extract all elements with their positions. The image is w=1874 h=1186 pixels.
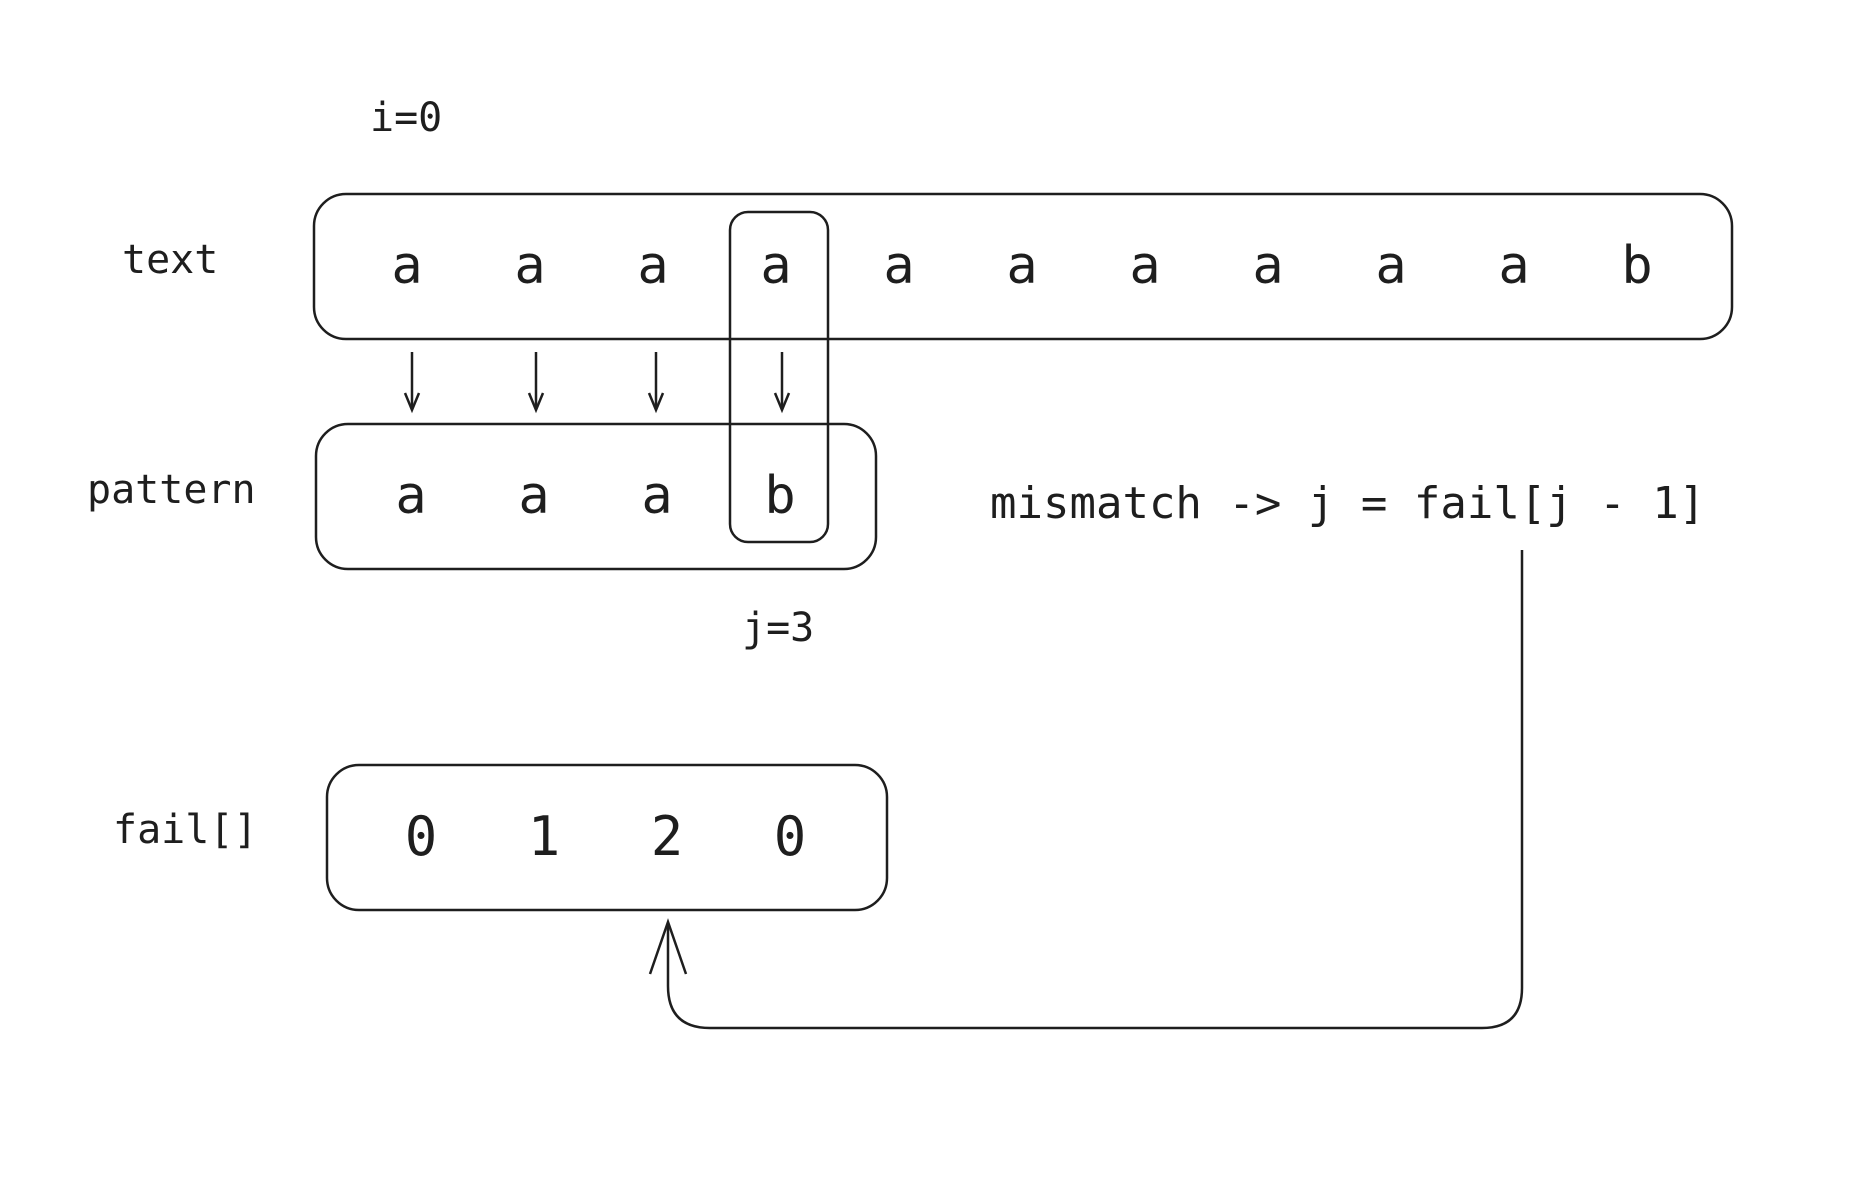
text-char: a	[1129, 236, 1161, 296]
pattern-char: a	[641, 466, 673, 526]
pattern-row-box	[314, 422, 878, 571]
text-char: a	[637, 236, 669, 296]
mismatch-column-highlight	[728, 210, 830, 544]
mismatch-rule-label: mismatch -> j = fail[j - 1]	[990, 478, 1706, 529]
text-char: a	[1498, 236, 1530, 296]
compare-arrow	[773, 352, 791, 414]
text-char: a	[883, 236, 915, 296]
compare-arrow	[647, 352, 665, 414]
compare-arrow	[527, 352, 545, 414]
j-index-label: j=3	[742, 605, 815, 651]
fail-row-label: fail[]	[113, 807, 258, 853]
pattern-char: a	[518, 466, 550, 526]
pattern-char: a	[395, 466, 427, 526]
fail-row-box	[325, 763, 889, 912]
text-char: a	[1006, 236, 1038, 296]
fail-value: 1	[527, 805, 561, 868]
fail-value: 2	[650, 805, 684, 868]
text-char: a	[1252, 236, 1284, 296]
compare-arrow	[403, 352, 421, 414]
i-index-label: i=0	[370, 95, 443, 141]
text-row-box	[312, 192, 1734, 341]
pattern-row-label: pattern	[87, 467, 256, 513]
text-char: b	[1621, 236, 1653, 296]
text-char: a	[391, 236, 423, 296]
fallback-arrow	[666, 550, 1524, 1030]
fail-value: 0	[404, 805, 438, 868]
text-row-label: text	[122, 237, 219, 283]
text-char: a	[760, 236, 792, 296]
fail-value: 0	[773, 805, 807, 868]
fallback-arrow-head	[648, 918, 688, 975]
text-char: a	[1375, 236, 1407, 296]
text-char: a	[514, 236, 546, 296]
pattern-char: b	[764, 466, 796, 526]
